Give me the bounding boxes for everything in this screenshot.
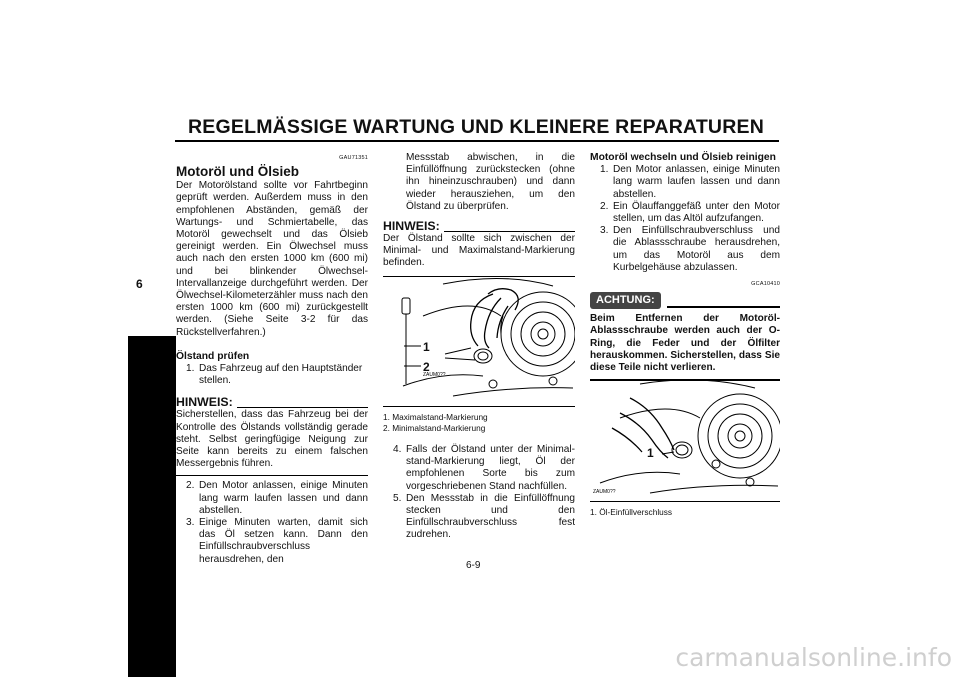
step-item: 5. Den Messstab in die Einfüllöffnung st… [393, 492, 575, 541]
step-item: 2. Den Motor anlassen, einige Minuten la… [186, 480, 368, 516]
subheading-check: Ölstand prüfen [176, 350, 250, 362]
caution-heading: ACHTUNG: [590, 292, 780, 310]
column-1: GAU71351 Motoröl und Ölsieb Der Motoröls… [176, 152, 368, 566]
chapter-tab-bar [128, 336, 176, 677]
hint-heading: HINWEIS: [176, 396, 368, 409]
step-item: 2. Ein Ölauffanggefäß unter den Motor st… [600, 200, 780, 225]
figure-label-1: 1 [647, 446, 654, 460]
step-item: 1. Den Motor anlassen, einige Minuten la… [600, 164, 780, 200]
dipstick-illustration: ZAUM0?? [401, 277, 586, 397]
intro-paragraph: Der Motorölstand sollte vor Fahrtbeginn … [176, 180, 368, 338]
caution-text: Beim Entfernen der Motoröl-Ablassschraub… [590, 313, 780, 374]
hint-rule [383, 275, 575, 277]
section-code: GAU71351 [339, 155, 368, 161]
caution-badge: ACHTUNG: [590, 292, 661, 310]
page-number: 6-9 [466, 560, 481, 571]
figure-filler-cap: ZAUM0?? 1 [590, 378, 783, 500]
step-item: 4. Falls der Ölstand unter der Minimal-s… [393, 444, 575, 492]
figure-code: ZAUM0?? [593, 489, 616, 495]
title-rule [175, 140, 779, 142]
continued-text: Messstab abwischen, in die Einfüllöffnun… [406, 152, 575, 212]
figure-dipstick: ZAUM0?? 1 2 [383, 276, 586, 406]
column-2-steps: 4. Falls der Ölstand unter der Minimal-s… [383, 444, 575, 542]
step-item: 3. Einige Minuten warten, damit sich das… [186, 517, 368, 565]
watermark: carmanualsonline.info [675, 643, 952, 672]
figure-caption-1: 1. Maximalstand-Markierung 2. Minimalsta… [383, 412, 488, 433]
figure-caption-2: 1. Öl-Einfüllverschluss [590, 507, 673, 517]
page-title: REGELMÄSSIGE WARTUNG UND KLEINERE REPARA… [188, 116, 764, 138]
figure-label-2: 2 [423, 360, 430, 374]
figure-rule [383, 406, 575, 407]
step-item: 3. Den Einfüllschraubverschluss und die … [600, 225, 780, 273]
hint-rule [176, 475, 368, 477]
subheading-change: Motoröl wechseln und Ölsieb reinigen [590, 152, 776, 163]
figure-code: ZAUM0?? [423, 372, 446, 378]
chapter-tab-number: 6 [136, 277, 143, 291]
hint-text: Der Ölstand sollte sich zwischen der Min… [383, 233, 575, 269]
column-2: Messstab abwischen, in die Einfüllöffnun… [383, 152, 575, 277]
hint-heading: HINWEIS: [383, 220, 575, 233]
hint-text: Sicherstellen, dass das Fahrzeug bei der… [176, 409, 368, 470]
figure-label-1: 1 [423, 340, 430, 354]
column-3: Motoröl wechseln und Ölsieb reinigen 1. … [590, 152, 780, 382]
section-heading: Motoröl und Ölsieb [176, 164, 299, 180]
step-item: 1. Das Fahrzeug auf den Hauptständer ste… [186, 363, 363, 387]
filler-cap-illustration: ZAUM0?? [593, 379, 783, 495]
figure-rule [590, 501, 780, 502]
caution-code: GCA10410 [751, 281, 780, 288]
